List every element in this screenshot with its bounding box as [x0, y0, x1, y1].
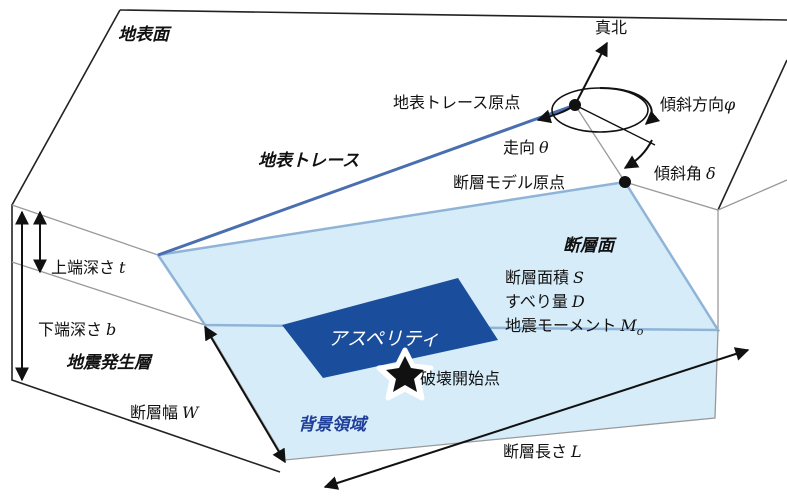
block-right-edge: [717, 59, 787, 211]
model-origin-label: 断層モデル原点: [453, 173, 565, 192]
fault-plane: [158, 182, 718, 330]
ground-surface-label: 地表面: [118, 25, 172, 45]
dip-direction-arrow: [599, 87, 661, 125]
asperity-label: アスペリティ: [328, 328, 440, 350]
dip-angle-arrow: [623, 139, 653, 169]
background-area-label: 背景領域: [298, 415, 369, 435]
true-north-label: 真北: [595, 18, 627, 37]
strike-arrow: [536, 104, 576, 124]
surface-trace-label: 地表トレース: [258, 151, 359, 171]
block-left-edge: [11, 9, 281, 473]
dip-direction-line: [574, 104, 656, 146]
top-layer-boundary-left: [11, 204, 159, 256]
fault-width-arrow: [204, 325, 286, 464]
rupture-start-label: 破壊開始点: [420, 369, 500, 388]
top-layer-boundary-right: [624, 179, 787, 211]
fault-dip-edge-right: [574, 104, 626, 183]
seismogenic-layer-label: 地震発生層: [66, 353, 153, 373]
model-origin-dot-icon: [619, 176, 631, 188]
block-top-back-edge: [119, 9, 787, 21]
fault-plane-label: 断層面: [563, 236, 617, 256]
trace-origin-label: 地表トレース原点: [393, 93, 520, 112]
north-arrow-icon: [574, 41, 608, 106]
fault-length-arrow: [323, 347, 750, 490]
dip-direction-label: 傾斜方向φ: [660, 95, 736, 114]
surface-trace: [157, 103, 576, 257]
